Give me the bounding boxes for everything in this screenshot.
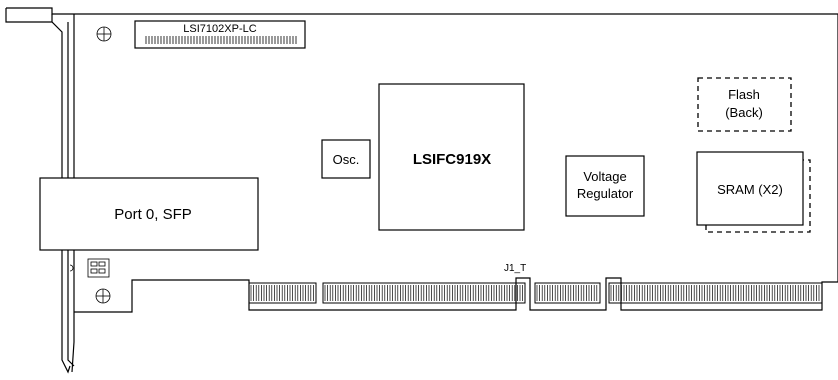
connector-segment-3: [534, 282, 601, 304]
controller-chip: LSIFC919X: [378, 83, 525, 231]
voltage-regulator-label-line1: Voltage: [583, 169, 626, 184]
status-led: [69, 258, 110, 278]
sram-label: SRAM (X2): [717, 182, 783, 197]
sram-chip: SRAM (X2): [696, 151, 811, 233]
part-number-sticker: LSI7102XP-LC: [134, 20, 306, 49]
port-label: Port 0, SFP: [114, 206, 192, 223]
mounting-hole-top: [96, 26, 112, 42]
connector-segment-1: [248, 282, 317, 304]
oscillator-label: Osc.: [333, 152, 360, 167]
flash-label-line2: (Back): [725, 105, 763, 120]
voltage-regulator: Voltage Regulator: [565, 155, 645, 217]
oscillator: Osc.: [321, 139, 371, 179]
connector-segment-4: [608, 282, 823, 304]
connector-segment-2: [322, 282, 526, 304]
pci-edge-connector: [248, 282, 823, 304]
connector-label: J1_T: [504, 263, 526, 274]
pci-bracket: [5, 7, 75, 374]
controller-label: LSIFC919X: [413, 151, 491, 168]
flash-label-line1: Flash: [728, 87, 760, 102]
barcode: [145, 36, 297, 44]
flash-chip-back: Flash (Back): [697, 77, 792, 132]
board-outline: [74, 13, 838, 313]
sfp-port: Port 0, SFP: [39, 177, 259, 251]
part-number-label: LSI7102XP-LC: [183, 23, 256, 35]
voltage-regulator-label-line2: Regulator: [577, 186, 634, 201]
mounting-hole-bottom: [95, 288, 111, 304]
